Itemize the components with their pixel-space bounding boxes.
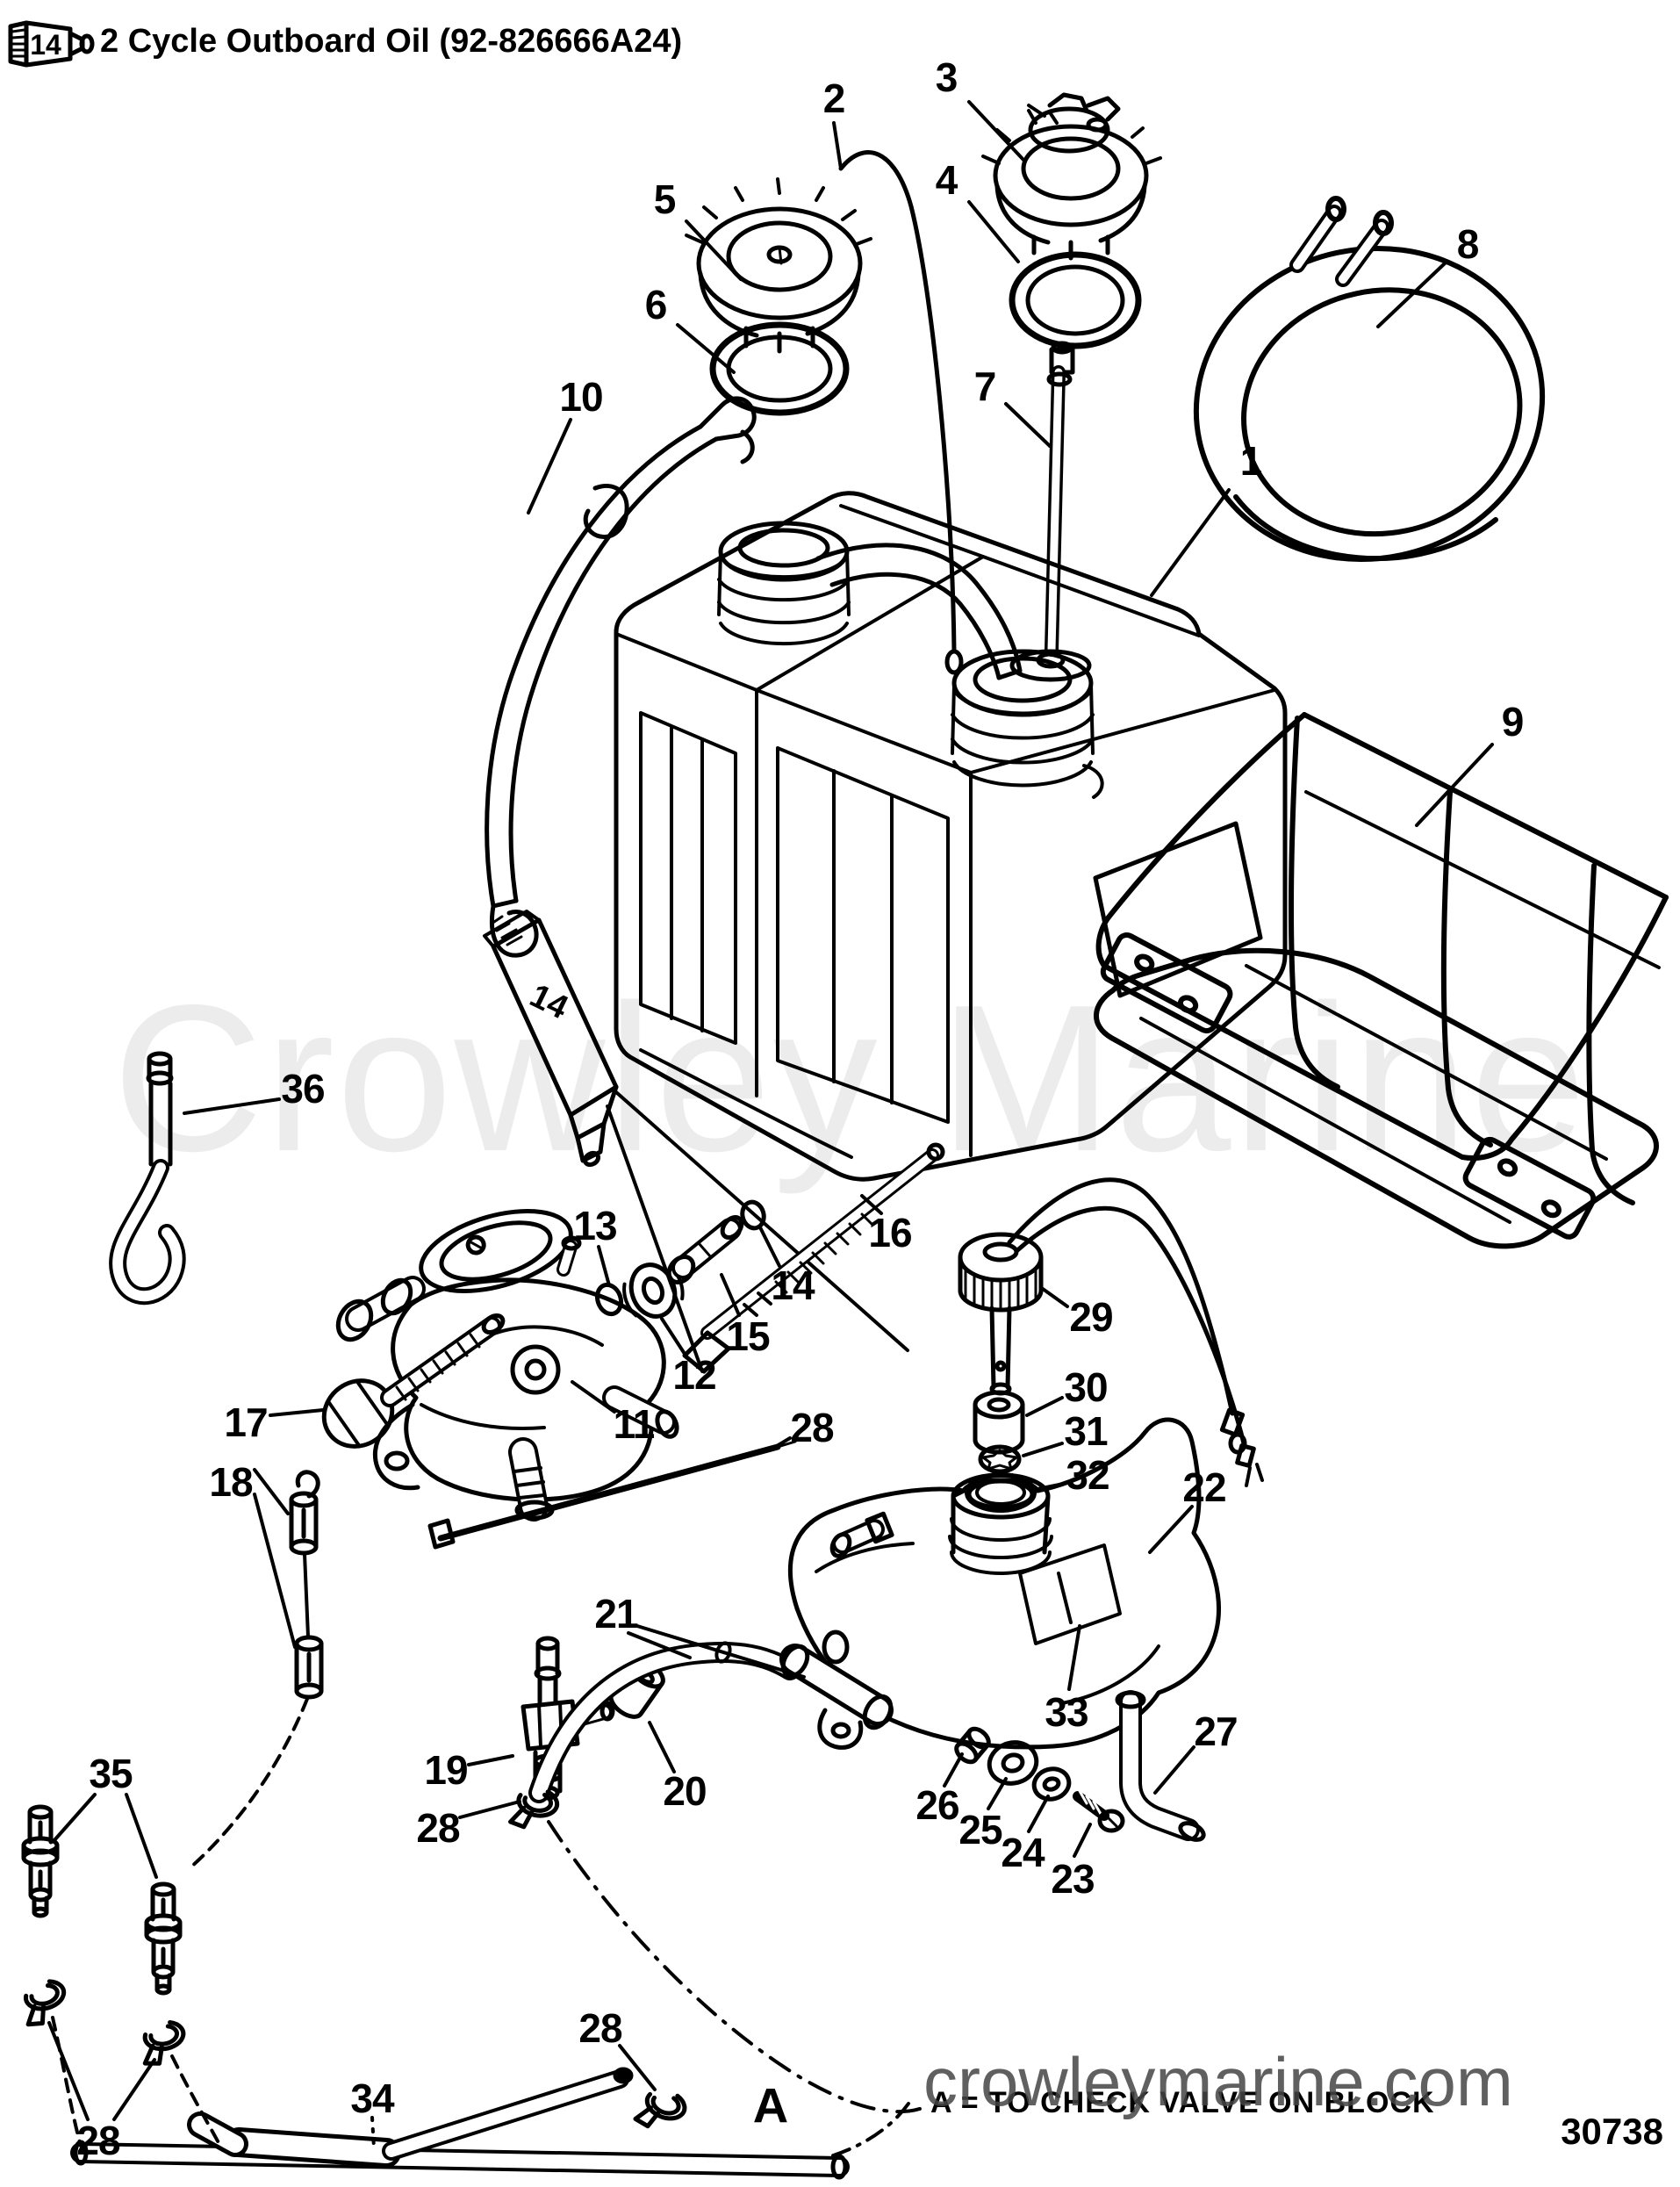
callout-28: 28 [416, 1805, 460, 1851]
callout-1: 1 [1239, 438, 1263, 484]
seal-4 [1009, 251, 1142, 349]
watermark-center: Crowley Marine [112, 962, 1589, 1195]
callout-28: 28 [76, 2118, 120, 2163]
callout-35: 35 [89, 1751, 133, 1796]
callout-22: 22 [1182, 1464, 1226, 1510]
tube-34 [70, 2067, 850, 2180]
callout-33: 33 [1045, 1689, 1088, 1735]
callout-7: 7 [973, 363, 997, 409]
callout-32: 32 [1066, 1452, 1109, 1498]
callout-4: 4 [935, 157, 958, 203]
legend-title: 2 Cycle Outboard Oil (92-826666A24) [100, 23, 683, 60]
callout-28: 28 [578, 2005, 622, 2051]
wire-rack-9 [1094, 712, 1669, 1249]
callout-34: 34 [350, 2075, 394, 2121]
pickup-tube-7 [1009, 341, 1092, 682]
fill-tool-16 [682, 1142, 945, 1374]
footer-note: A = TO CHECK VALVE ON BLOCK [930, 2086, 1435, 2119]
fitting-15 [666, 1214, 744, 1284]
callout-26: 26 [915, 1782, 959, 1828]
callout-31: 31 [1064, 1408, 1108, 1454]
callout-12: 12 [672, 1352, 716, 1398]
seal-14 [740, 1199, 766, 1231]
callout-19: 19 [424, 1747, 468, 1793]
sender-cap-29 [958, 1177, 1264, 1487]
callout-9: 9 [1501, 699, 1525, 745]
vent-hose-36 [109, 1051, 186, 1306]
callout-16: 16 [868, 1210, 912, 1255]
watermark-footer: crowleymarine.com [923, 2043, 1513, 2120]
callout-13: 13 [573, 1203, 617, 1248]
reservoir-22 [787, 1417, 1221, 1750]
callout-5: 5 [653, 176, 677, 222]
oil-tank-1 [614, 491, 1288, 1182]
callout-20: 20 [663, 1768, 707, 1814]
callout-28: 28 [790, 1405, 834, 1450]
washer-24 [1031, 1766, 1072, 1802]
callout-3: 3 [935, 54, 958, 100]
hose-coil-8 [1193, 196, 1546, 563]
filler-cap-gauge-3 [981, 92, 1162, 261]
callout-23: 23 [1051, 1856, 1095, 1902]
callout-14: 14 [771, 1263, 815, 1308]
callout-21: 21 [594, 1591, 638, 1637]
oil-pump-11 [335, 1209, 679, 1522]
links-18 [289, 1470, 324, 1700]
callout-10: 10 [559, 374, 603, 420]
document-number: 30738 [1561, 2111, 1663, 2152]
callout-6: 6 [644, 282, 668, 327]
spacer-26 [954, 1726, 991, 1765]
routing-point-label: A [752, 2077, 789, 2133]
oil-tube-14 [483, 910, 909, 1373]
elbow-hose-27 [1115, 1690, 1206, 1842]
star-washer-31 [978, 1444, 1022, 1474]
callout-29: 29 [1069, 1294, 1113, 1340]
callout-25: 25 [958, 1807, 1002, 1852]
callout-2: 2 [822, 76, 846, 121]
callout-18: 18 [209, 1459, 253, 1505]
screw-23 [1073, 1789, 1125, 1833]
oil-tube-icon [8, 20, 95, 68]
callout-36: 36 [281, 1066, 325, 1111]
callout-15: 15 [726, 1313, 770, 1359]
callout-8: 8 [1456, 221, 1480, 267]
callout-11: 11 [613, 1401, 656, 1447]
oil-tube-icon-label: 14 [30, 29, 61, 61]
seal-13 [594, 1282, 624, 1317]
callout-27: 27 [1194, 1709, 1238, 1754]
hose-routing-dashes [51, 1697, 930, 2160]
strap-10 [485, 396, 757, 958]
bolt-17 [321, 1313, 506, 1449]
hose-21 [528, 1641, 894, 1803]
cable-tie-28 [427, 1440, 797, 1550]
callout-17: 17 [224, 1399, 268, 1445]
callout-24: 24 [1001, 1830, 1045, 1875]
callout-30: 30 [1064, 1364, 1108, 1410]
